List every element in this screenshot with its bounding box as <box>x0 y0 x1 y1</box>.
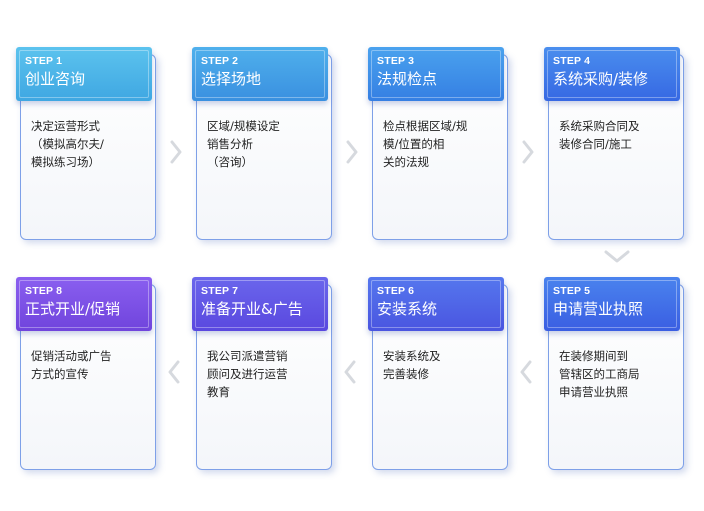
step-header-3: STEP 3 法规检点 <box>368 47 504 101</box>
step-description: 安装系统及 完善装修 <box>383 349 441 381</box>
step-card-3: STEP 3 法规检点 检点根据区域/规 模/位置的相 关的法规 <box>368 47 508 240</box>
step-title: 安装系统 <box>377 300 438 318</box>
step-title: 选择场地 <box>201 70 262 88</box>
step-title: 创业咨询 <box>25 70 86 88</box>
step-card-4: STEP 4 系统采购/装修 系统采购合同及 装修合同/施工 <box>544 47 684 240</box>
arrow-left-icon <box>344 360 356 384</box>
step-description: 我公司派遣营销 顾问及进行运营 教育 <box>207 349 288 399</box>
step-description: 决定运营形式 （模拟高尔夫/ 模拟练习场） <box>31 119 104 169</box>
step-description: 区域/规模设定 销售分析 （咨询） <box>207 119 280 169</box>
step-number: STEP 5 <box>553 285 591 297</box>
arrow-left-icon <box>168 360 180 384</box>
step-header-2: STEP 2 选择场地 <box>192 47 328 101</box>
step-header-5: STEP 5 申请营业执照 <box>544 277 680 331</box>
step-card-7: STEP 7 准备开业&广告 我公司派遣营销 顾问及进行运营 教育 <box>192 277 332 470</box>
step-card-8: STEP 8 正式开业/促销 促销活动或广告 方式的宣传 <box>16 277 156 470</box>
step-header-7: STEP 7 准备开业&广告 <box>192 277 328 331</box>
step-description: 在装修期间到 管辖区的工商局 申请营业执照 <box>559 349 640 399</box>
step-number: STEP 8 <box>25 285 63 297</box>
step-card-1: STEP 1 创业咨询 决定运营形式 （模拟高尔夫/ 模拟练习场） <box>16 47 156 240</box>
step-header-4: STEP 4 系统采购/装修 <box>544 47 680 101</box>
step-header-1: STEP 1 创业咨询 <box>16 47 152 101</box>
step-description: 系统采购合同及 装修合同/施工 <box>559 119 640 151</box>
step-number: STEP 1 <box>25 55 63 67</box>
step-description: 促销活动或广告 方式的宣传 <box>31 349 112 381</box>
arrow-right-icon <box>170 140 182 164</box>
step-description: 检点根据区域/规 模/位置的相 关的法规 <box>383 119 468 169</box>
step-number: STEP 2 <box>201 55 239 67</box>
step-number: STEP 7 <box>201 285 239 297</box>
step-title: 系统采购/装修 <box>553 70 649 88</box>
step-number: STEP 3 <box>377 55 415 67</box>
step-title: 正式开业/促销 <box>25 300 121 318</box>
step-card-5: STEP 5 申请营业执照 在装修期间到 管辖区的工商局 申请营业执照 <box>544 277 684 470</box>
step-title: 申请营业执照 <box>553 300 644 318</box>
step-number: STEP 6 <box>377 285 415 297</box>
step-header-8: STEP 8 正式开业/促销 <box>16 277 152 331</box>
step-header-6: STEP 6 安装系统 <box>368 277 504 331</box>
arrow-left-icon <box>520 360 532 384</box>
step-title: 法规检点 <box>377 70 438 88</box>
step-card-2: STEP 2 选择场地 区域/规模设定 销售分析 （咨询） <box>192 47 332 240</box>
step-title: 准备开业&广告 <box>201 300 303 318</box>
step-number: STEP 4 <box>553 55 591 67</box>
arrow-down-icon <box>604 250 630 264</box>
step-card-6: STEP 6 安装系统 安装系统及 完善装修 <box>368 277 508 470</box>
arrow-right-icon <box>346 140 358 164</box>
arrow-right-icon <box>522 140 534 164</box>
